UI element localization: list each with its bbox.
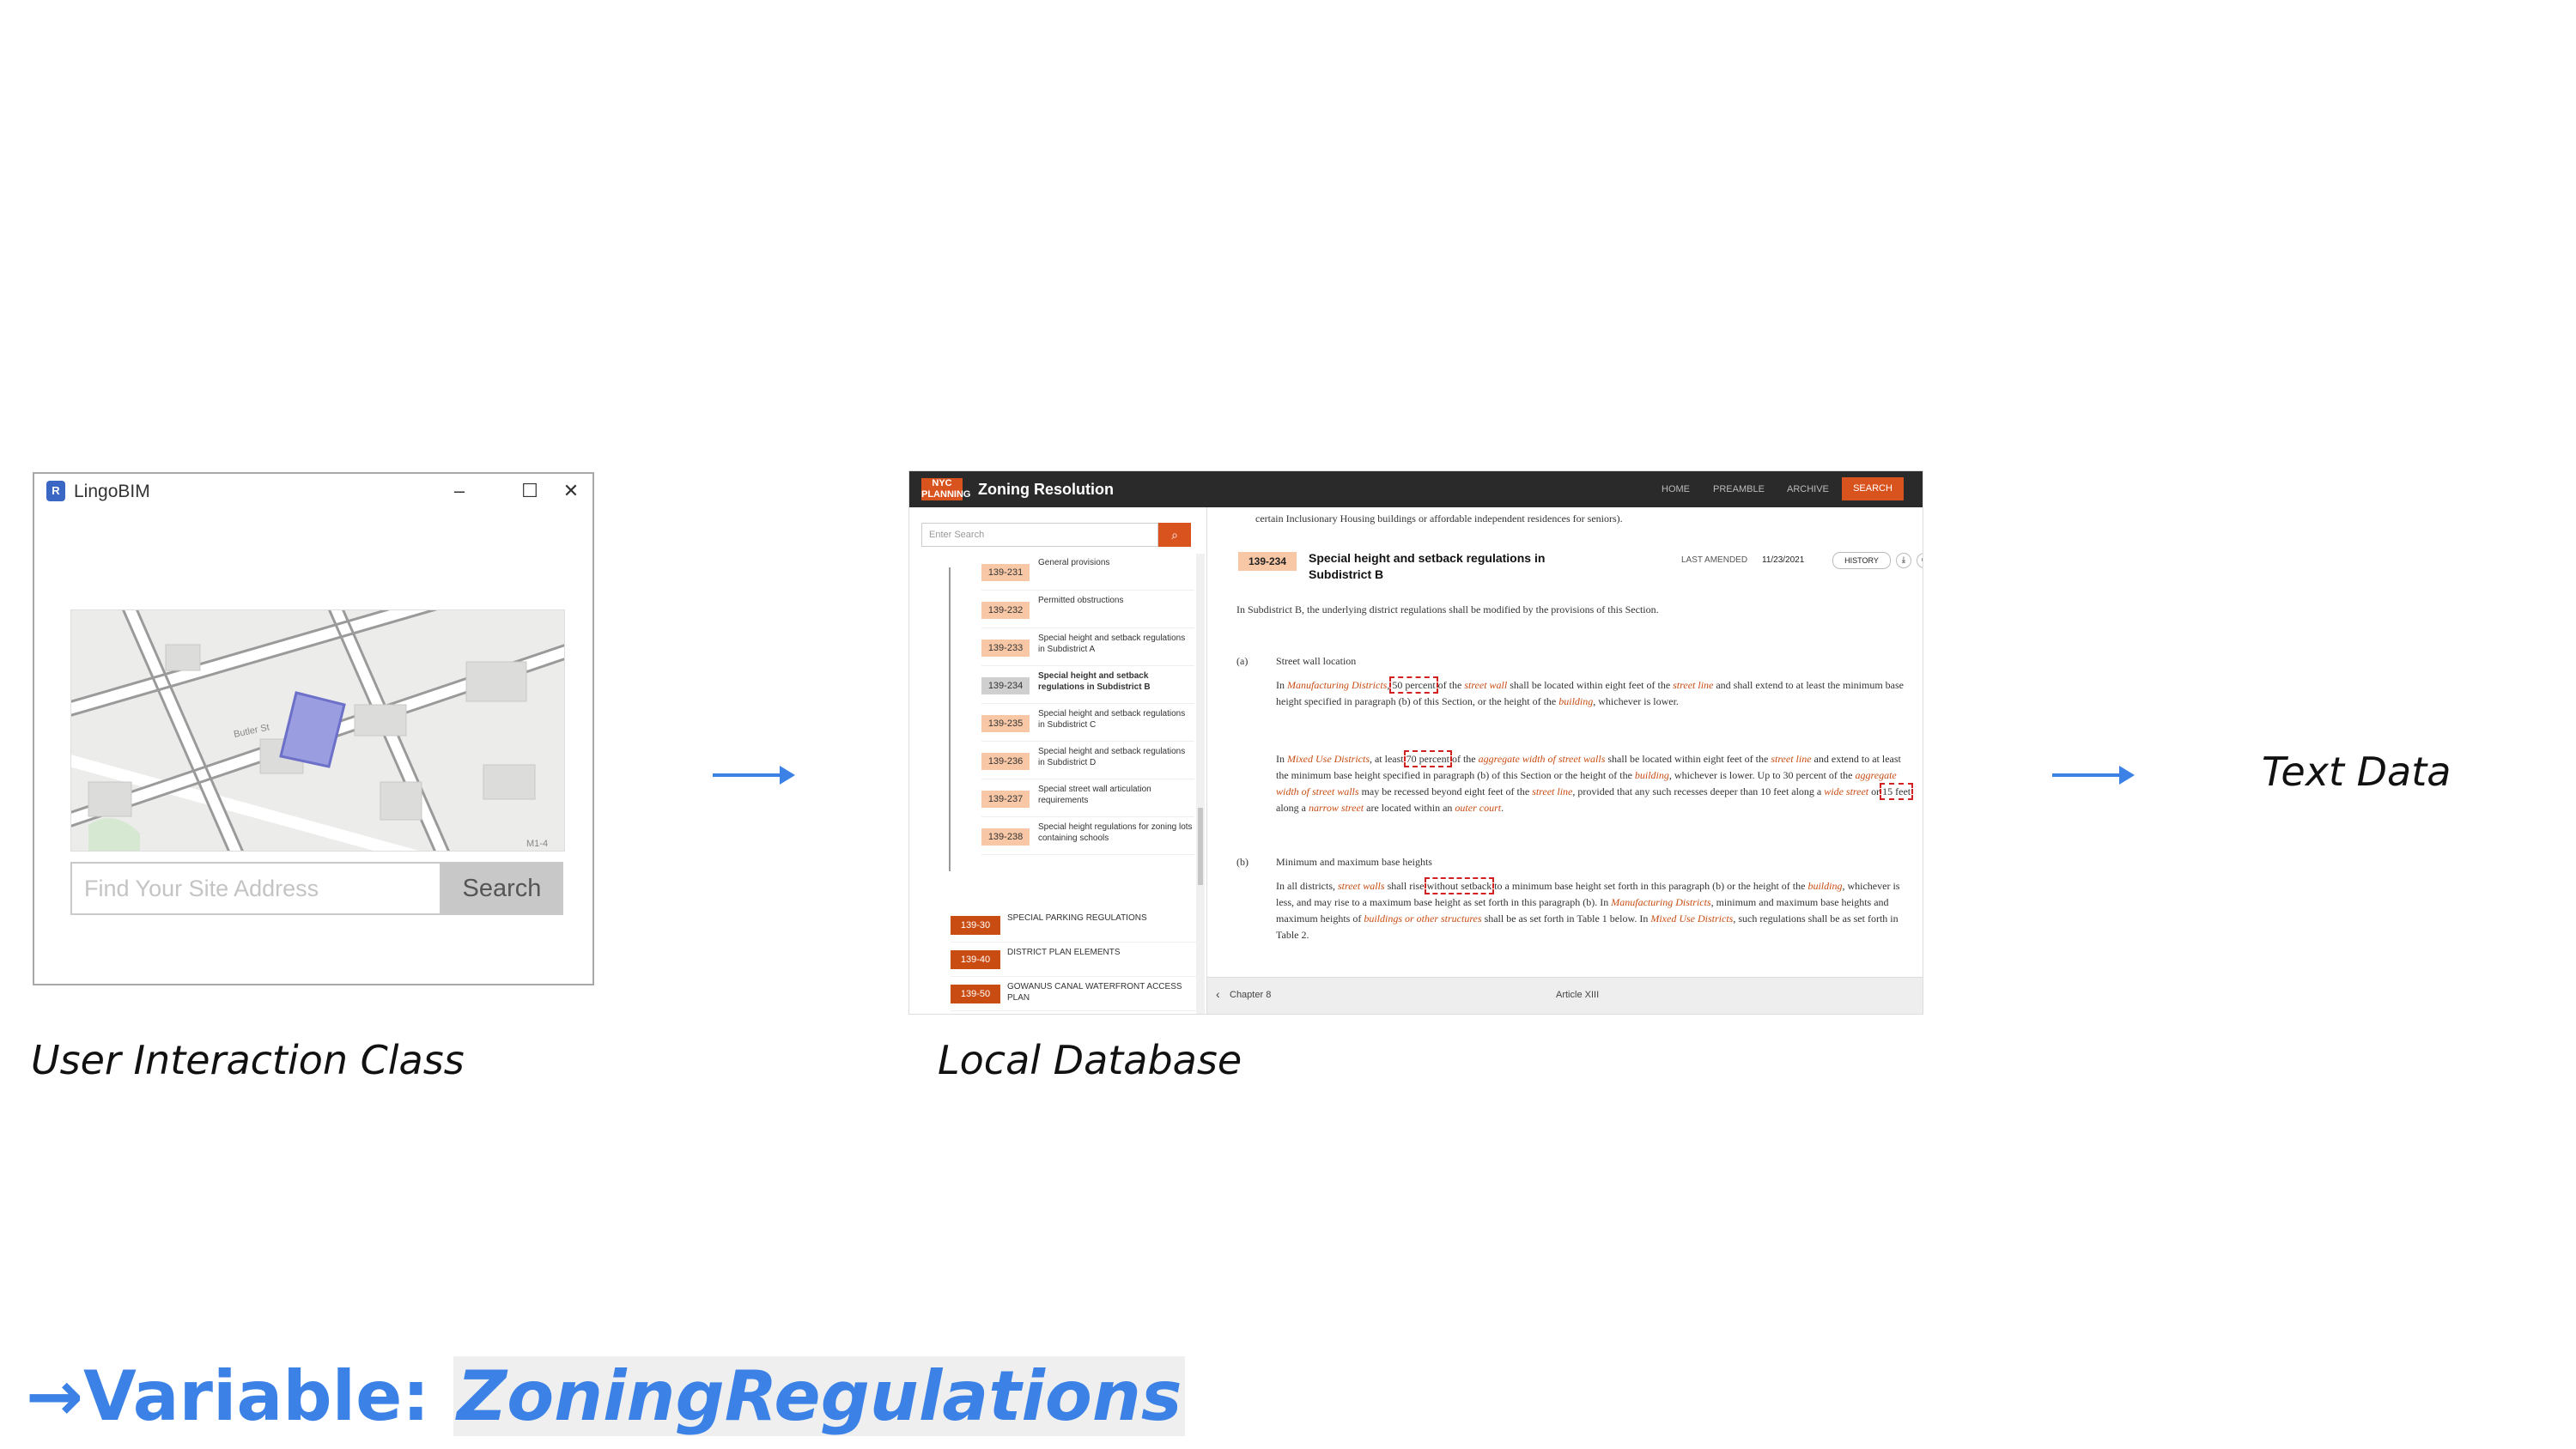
link-icon[interactable]: ∞ <box>1917 553 1923 568</box>
sidebar-scrollbar[interactable] <box>1196 554 1205 1014</box>
sidebar-search-input[interactable]: Enter Search <box>921 523 1158 547</box>
arrow-right-icon <box>2052 766 2135 785</box>
chapter-nav-bar: ‹ Chapter 8 Article XIII <box>1207 977 1923 1014</box>
sections-sidebar: Enter Search ⌕ 139-231 General provision… <box>909 507 1207 1014</box>
section-number: 139-238 <box>981 828 1030 846</box>
section-number: 139-235 <box>981 715 1030 732</box>
variable-prefix: →Variable: <box>26 1356 454 1436</box>
previous-chapter-link[interactable]: Chapter 8 <box>1230 990 1272 1000</box>
chapter-item[interactable]: 139-40 DISTRICT PLAN ELEMENTS <box>951 942 1200 977</box>
section-label: Special height and setback regulations i… <box>1038 747 1186 767</box>
section-item[interactable]: 139-233 Special height and setback regul… <box>981 627 1194 666</box>
section-item[interactable]: 139-232 Permitted obstructions <box>981 590 1194 628</box>
variable-declaration: →Variable: ZoningRegulations <box>26 1356 1186 1436</box>
arrow-right-icon <box>713 766 795 785</box>
section-number: 139-231 <box>981 564 1030 581</box>
chapter-number: 139-40 <box>951 950 1000 969</box>
section-label: Special height regulations for zoning lo… <box>1038 822 1193 843</box>
caption-text-data: Text Data <box>2262 749 2451 795</box>
last-amended-label: LAST AMENDED <box>1681 555 1748 565</box>
title-bar: R LingoBIM – ☐ ✕ <box>34 474 592 508</box>
section-number: 139-237 <box>981 791 1030 808</box>
para-b-heading: Minimum and maximum base heights <box>1276 856 1432 868</box>
nav-home[interactable]: HOME <box>1662 484 1690 494</box>
section-item[interactable]: 139-236 Special height and setback regul… <box>981 741 1194 779</box>
section-item-active[interactable]: 139-234 Special height and setback regul… <box>981 665 1194 704</box>
para-b-text: In all districts, street walls shall ris… <box>1276 877 1900 941</box>
section-number: 139-233 <box>981 640 1030 657</box>
last-amended-date: 11/23/2021 <box>1762 555 1805 565</box>
top-nav-bar: NYC PLANNING Zoning Resolution HOME PREA… <box>909 471 1923 507</box>
section-content: certain Inclusionary Housing buildings o… <box>1207 507 1923 1014</box>
para-b-marker: (b) <box>1236 856 1249 868</box>
nav-search-button[interactable]: SEARCH <box>1842 477 1904 500</box>
search-button[interactable]: Search <box>440 862 563 915</box>
chapter-item[interactable]: 139-50 GOWANUS CANAL WATERFRONT ACCESS P… <box>951 976 1200 1011</box>
section-label: Special height and setback regulations i… <box>1038 709 1186 730</box>
chevron-left-icon[interactable]: ‹ <box>1216 987 1220 1001</box>
section-label: Permitted obstructions <box>1038 596 1124 605</box>
top-text: certain Inclusionary Housing buildings o… <box>1255 512 1623 524</box>
section-intro: In Subdistrict B, the underlying distric… <box>1236 603 1659 615</box>
section-number: 139-234 <box>981 677 1030 694</box>
section-item[interactable]: 139-235 Special height and setback regul… <box>981 703 1194 742</box>
section-number-badge: 139-234 <box>1238 552 1297 571</box>
section-label: Special height and setback regulations i… <box>1038 634 1186 654</box>
caption-user-interaction: User Interaction Class <box>31 1037 465 1083</box>
sidebar-scroll-thumb[interactable] <box>1198 808 1203 885</box>
caption-local-database: Local Database <box>938 1037 1242 1083</box>
nav-preamble[interactable]: PREAMBLE <box>1713 484 1765 494</box>
para-a2-text: In Mixed Use Districts, at least 70 perc… <box>1276 750 1914 814</box>
chapter-number: 139-30 <box>951 916 1000 935</box>
section-label: Special street wall articulation require… <box>1038 785 1151 805</box>
site-address-input[interactable]: Find Your Site Address <box>70 862 441 915</box>
para-a1-text: In Manufacturing Districts, 50 percent o… <box>1276 676 1904 707</box>
chapter-item[interactable]: 139-30 SPECIAL PARKING REGULATIONS <box>951 907 1200 943</box>
revit-app-icon: R <box>46 481 65 501</box>
history-button[interactable]: HISTORY <box>1832 552 1891 569</box>
section-number: 139-232 <box>981 602 1030 619</box>
site-title[interactable]: Zoning Resolution <box>978 481 1114 498</box>
section-label: Special height and setback regulations i… <box>1038 671 1151 692</box>
variable-name: ZoningRegulations <box>453 1356 1186 1436</box>
search-icon[interactable]: ⌕ <box>1158 523 1191 547</box>
lingobim-window: R LingoBIM – ☐ ✕ <box>33 472 594 985</box>
window-title: LingoBIM <box>74 482 150 501</box>
download-icon[interactable]: ⤓ <box>1896 553 1911 568</box>
nav-archive[interactable]: ARCHIVE <box>1787 484 1829 494</box>
section-label: General provisions <box>1038 558 1110 567</box>
para-a-heading: Street wall location <box>1276 655 1357 667</box>
section-title: Special height and setback regulations i… <box>1309 551 1546 581</box>
chapter-label: SPECIAL PARKING REGULATIONS <box>1007 913 1147 923</box>
chapter-label: DISTRICT PLAN ELEMENTS <box>1007 948 1121 957</box>
section-item[interactable]: 139-238 Special height regulations for z… <box>981 816 1194 855</box>
map-zone-label: M1-4 <box>526 839 548 849</box>
chapter-label: GOWANUS CANAL WATERFRONT ACCESS PLAN <box>1007 982 1182 1003</box>
zoning-resolution-window: NYC PLANNING Zoning Resolution HOME PREA… <box>908 470 1923 1015</box>
chapter-number: 139-50 <box>951 985 1000 1003</box>
tree-line <box>949 567 951 871</box>
section-item[interactable]: 139-231 General provisions <box>981 552 1194 591</box>
section-number: 139-236 <box>981 753 1030 770</box>
article-label: Article XIII <box>1556 990 1600 1000</box>
close-button[interactable]: ✕ <box>562 480 580 501</box>
para-a-marker: (a) <box>1236 655 1249 667</box>
minimize-button[interactable]: – <box>453 480 465 501</box>
section-item[interactable]: 139-237 Special street wall articulation… <box>981 779 1194 817</box>
nyc-planning-logo[interactable]: NYC PLANNING <box>921 478 971 500</box>
site-map[interactable]: Butler St M1-4 <box>70 609 565 852</box>
maximize-button[interactable]: ☐ <box>521 480 538 501</box>
